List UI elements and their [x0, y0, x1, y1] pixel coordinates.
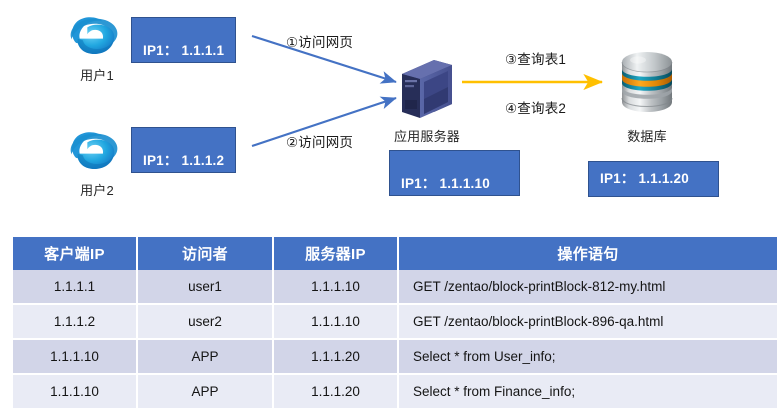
column-header-visitor[interactable]: 访问者 [137, 237, 274, 270]
client-1-info-box: IP1： 1.1.1.1 账号： User1 [131, 17, 236, 112]
architecture-diagram: 用户1 IP1： 1.1.1.1 账号： User1 用户2 IP1： 1.1.… [68, 10, 719, 245]
access-log-table: 客户端IP 访问者 服务器IP 操作语句 1.1.1.1 user1 1.1.1… [13, 237, 777, 408]
internet-explorer-icon [70, 132, 118, 169]
column-header-server-ip[interactable]: 服务器IP [273, 237, 399, 270]
client-2-label: 用户2 [80, 183, 114, 198]
database-group: 数据库 [612, 46, 682, 145]
cell-visitor: user1 [137, 270, 274, 305]
column-header-client-ip[interactable]: 客户端IP [13, 237, 138, 270]
table-row[interactable]: 1.1.1.2 user2 1.1.1.10 GET /zentao/block… [13, 304, 777, 340]
client-1-label: 用户1 [80, 68, 114, 83]
client-1-group: 用户1 [68, 10, 137, 84]
cell-server-ip: 1.1.1.20 [273, 374, 399, 408]
cell-client-ip: 1.1.1.10 [13, 339, 138, 375]
database-info-box: IP1： 1.1.1.20 [588, 161, 719, 197]
flow-4-label: ④查询表2 [505, 101, 567, 116]
cell-statement: GET /zentao/block-printBlock-812-my.html [398, 270, 777, 305]
table-row[interactable]: 1.1.1.10 APP 1.1.1.20 Select * from User… [13, 339, 777, 375]
server-tower-icon [402, 60, 452, 118]
client-2-info-box: IP1： 1.1.1.2 账号： User2 [131, 127, 236, 222]
cell-server-ip: 1.1.1.10 [273, 270, 399, 305]
table-header-row: 客户端IP 访问者 服务器IP 操作语句 [13, 237, 777, 270]
client-2-ip: IP1： 1.1.1.2 [143, 153, 225, 168]
column-header-statement[interactable]: 操作语句 [398, 237, 777, 270]
client-2-account: 账号： User2 [143, 189, 185, 222]
database-label: 数据库 [627, 129, 667, 144]
client-2-group: 用户2 [68, 125, 137, 199]
client-1-account: 账号： User1 [143, 79, 185, 112]
cell-client-ip: 1.1.1.1 [13, 270, 138, 305]
table-row[interactable]: 1.1.1.10 APP 1.1.1.20 Select * from Fina… [13, 374, 777, 408]
cell-server-ip: 1.1.1.10 [273, 304, 399, 340]
app-server-ip: IP1： 1.1.1.10 [401, 176, 490, 191]
cell-statement: Select * from Finance_info; [398, 374, 777, 408]
flow-2-label: ②访问网页 [286, 135, 354, 150]
cell-visitor: APP [137, 339, 274, 375]
cell-server-ip: 1.1.1.20 [273, 339, 399, 375]
database-cylinder-icon [621, 52, 673, 112]
flow-1-label: ①访问网页 [286, 35, 354, 50]
cell-visitor: APP [137, 374, 274, 408]
cell-client-ip: 1.1.1.2 [13, 304, 138, 340]
app-server-label: 应用服务器 [393, 129, 460, 144]
cell-client-ip: 1.1.1.10 [13, 374, 138, 408]
cell-statement: GET /zentao/block-printBlock-896-qa.html [398, 304, 777, 340]
database-ip: IP1： 1.1.1.20 [600, 170, 689, 186]
client-1-ip: IP1： 1.1.1.1 [143, 43, 225, 58]
table-row[interactable]: 1.1.1.1 user1 1.1.1.10 GET /zentao/block… [13, 270, 777, 305]
cell-statement: Select * from User_info; [398, 339, 777, 375]
internet-explorer-icon [70, 17, 118, 54]
flow-3-label: ③查询表1 [505, 52, 567, 67]
cell-visitor: user2 [137, 304, 274, 340]
app-server-group: 应用服务器 [394, 52, 470, 145]
app-server-info-box: IP1： 1.1.1.10 数据库账号： APP [389, 150, 520, 245]
